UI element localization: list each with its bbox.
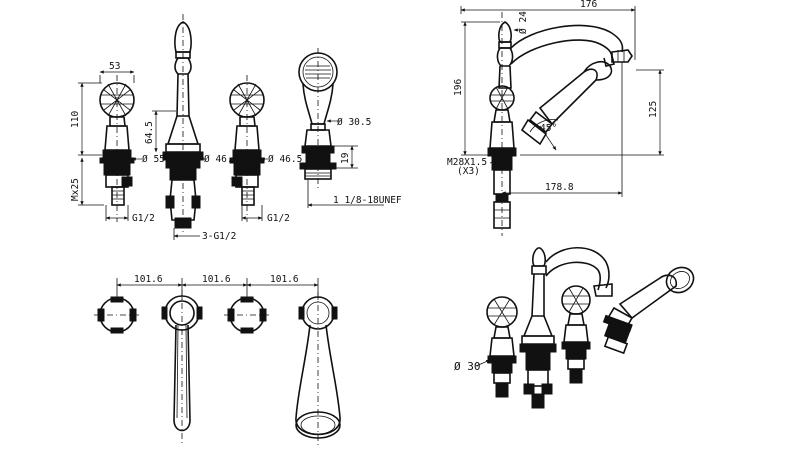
dim-spout-height: 125 (648, 101, 659, 118)
dim-hole: Ø 30 (454, 360, 481, 373)
iso-right-handle (561, 285, 591, 384)
dim-overall-width: 176 (580, 0, 597, 10)
dim-shower-dia: Ø 30.5 (337, 117, 371, 128)
dim-base-left: Ø 55 (142, 154, 165, 165)
side-view: 176 Ø 24 196 125 45° M28X1.5 (X3) 178.8 (447, 0, 664, 236)
center-spout (162, 14, 204, 232)
dim-nut-qty: (X3) (457, 166, 480, 177)
iso-dimensions: Ø 30 (454, 359, 491, 373)
dim-base-right: Ø 46.5 (268, 154, 302, 165)
front-view: 53 110 Mx25 64.5 Ø 55 Ø 46.5 Ø 46.5 Ø 30… (70, 14, 402, 242)
iso-spout (519, 247, 613, 409)
iso-left-handle (486, 296, 518, 398)
plan-dimensions: 101.6 101.6 101.6 (116, 274, 319, 300)
side-dimensions: 176 Ø 24 196 125 45° M28X1.5 (X3) 178.8 (447, 0, 664, 197)
dim-angle: 45° (540, 123, 557, 134)
dim-collar: Ø 24 (518, 11, 529, 34)
iso-hand-shower (602, 266, 695, 355)
plan-hand-shower (295, 292, 341, 445)
plan-spacing-2: 101.6 (202, 274, 231, 285)
dim-shower-base: 19 (340, 152, 351, 164)
plan-view: 101.6 101.6 101.6 (94, 274, 341, 445)
side-hand-shower (520, 60, 613, 146)
dim-total-height: 196 (453, 79, 464, 96)
dim-knob-width: 53 (109, 61, 120, 72)
dim-spout-neck: 64.5 (144, 121, 155, 144)
plan-spacing-1: 101.6 (134, 274, 163, 285)
plan-spacing-3: 101.6 (270, 274, 299, 285)
front-dimensions: 53 110 Mx25 64.5 Ø 55 Ø 46.5 Ø 46.5 Ø 30… (70, 61, 402, 242)
side-spout-body (487, 12, 633, 236)
dim-thread-right: G1/2 (267, 213, 290, 224)
right-handle (229, 75, 265, 222)
left-handle (99, 75, 135, 222)
hand-shower (298, 48, 338, 188)
dim-base-spout: Ø 46.5 (204, 154, 238, 165)
dim-thread-left: G1/2 (132, 213, 155, 224)
dim-thread-center: 3-G1/2 (202, 231, 236, 242)
dim-nut: M28X1.5 (447, 157, 487, 168)
dim-handle-height: 110 (70, 111, 81, 128)
plan-right-handle (224, 296, 270, 334)
plan-left-handle (94, 296, 140, 334)
dim-hose-thread: 1 1/8-18UNEF (333, 195, 402, 206)
dim-reach: 178.8 (545, 182, 574, 193)
plan-spout (161, 290, 203, 445)
dim-shank: Mx25 (70, 178, 81, 201)
iso-view: Ø 30 (454, 247, 695, 409)
